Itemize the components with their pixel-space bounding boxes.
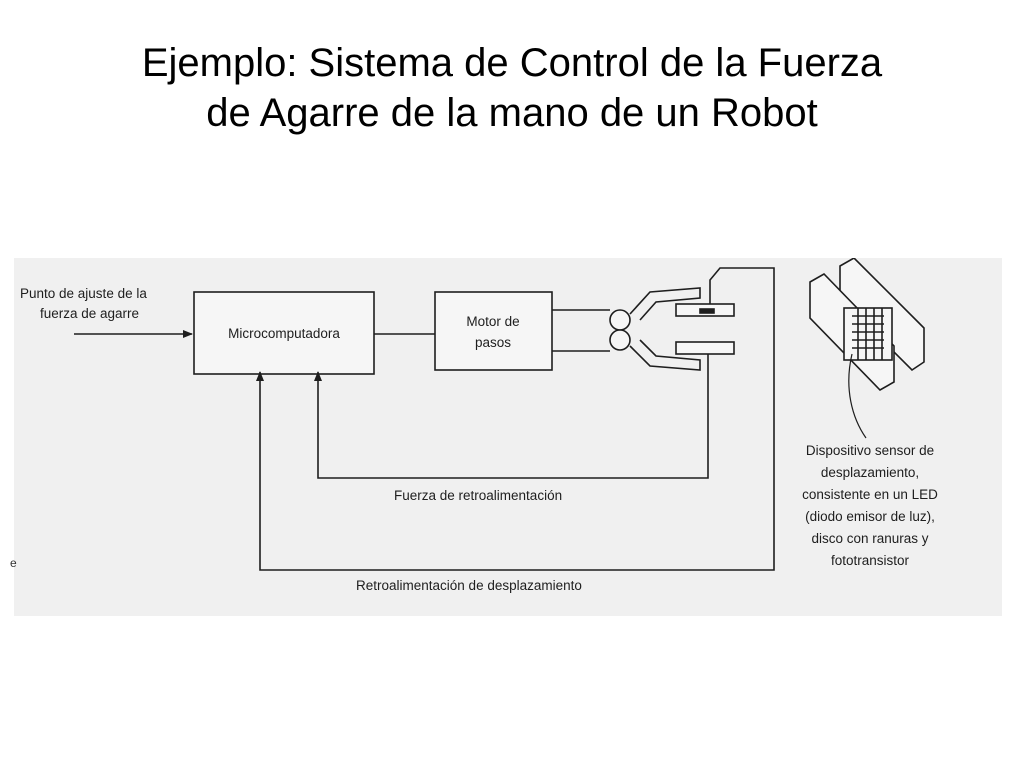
- displacement-sensor-device: [809, 258, 925, 392]
- sensor-caption-line-4: (diodo emisor de luz),: [805, 509, 935, 524]
- gripper-finger-bottom: [629, 339, 701, 371]
- force-feedback-path: [314, 354, 709, 479]
- motor-label-line-2: pasos: [475, 335, 511, 350]
- sensor-caption-line-1: Dispositivo sensor de: [806, 443, 934, 458]
- stepper-motor-block: [434, 291, 553, 371]
- edge-mark: e: [10, 556, 17, 570]
- diagram-canvas: Punto de ajuste de la fuerza de agarre M…: [20, 258, 938, 593]
- sensor-caption-line-5: disco con ranuras y: [811, 531, 928, 546]
- force-feedback-label: Fuerza de retroalimentación: [394, 488, 562, 503]
- microcomputer-block: [193, 291, 375, 375]
- gripper-finger-top: [629, 287, 701, 321]
- setpoint-label-line-2: fuerza de agarre: [40, 306, 139, 321]
- force-sensor-pad: [699, 308, 715, 314]
- sensor-caption-line-6: fototransistor: [831, 553, 910, 568]
- displacement-sensor-lead: [256, 267, 775, 571]
- sensor-caption-line-2: desplazamiento,: [821, 465, 919, 480]
- gripper-jaw-bottom: [675, 341, 735, 355]
- sensor-caption-line-3: consistente en un LED: [802, 487, 938, 502]
- motor-label-line-1: Motor de: [466, 314, 519, 329]
- gripper-roller-top: [609, 309, 631, 331]
- displacement-feedback-label: Retroalimentación de desplazamiento: [356, 578, 582, 593]
- sensor-callout-line: [848, 353, 867, 439]
- microcomputer-label: Microcomputadora: [228, 326, 340, 341]
- control-system-diagram: Punto de ajuste de la fuerza de agarre M…: [14, 258, 1002, 616]
- gripper-roller-bottom: [609, 329, 631, 351]
- slide-title-line-1: Ejemplo: Sistema de Control de la Fuerza: [141, 41, 883, 85]
- setpoint-label-line-1: Punto de ajuste de la: [20, 286, 147, 301]
- slide-title-line-2: de Agarre de la mano de un Robot: [206, 91, 818, 135]
- slide-title: Ejemplo: Sistema de Control de la Fuerza…: [0, 38, 1024, 138]
